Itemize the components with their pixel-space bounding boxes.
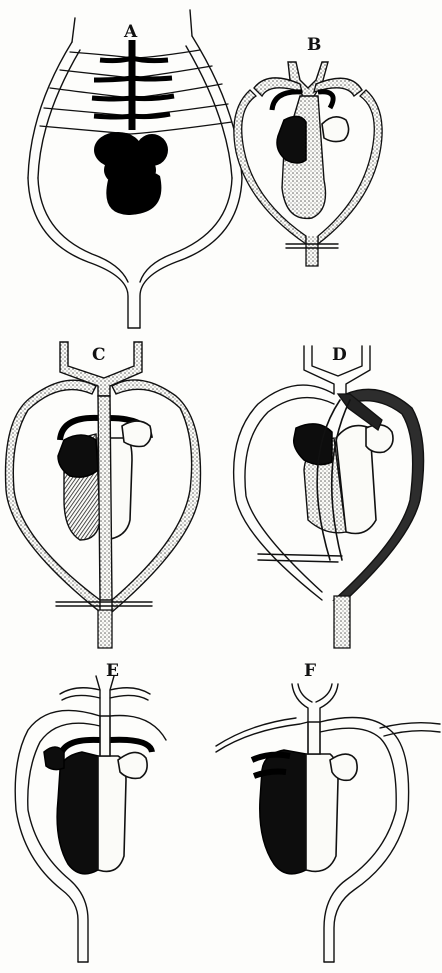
panel-c-aorta xyxy=(56,602,152,648)
panel-f: F xyxy=(216,661,440,962)
panel-d-aorta xyxy=(258,554,350,648)
panel-a-heart xyxy=(94,132,168,215)
panel-b-heart xyxy=(277,96,349,218)
panel-a-label: A xyxy=(123,22,138,42)
panel-b: B xyxy=(234,35,382,266)
panel-c-heart xyxy=(58,396,151,600)
panel-c-label: C xyxy=(92,345,106,365)
panel-e: E xyxy=(15,661,166,962)
panel-a: A xyxy=(28,10,242,328)
panel-d-heart xyxy=(294,394,393,560)
panel-f-label: F xyxy=(304,661,316,681)
panel-d-label: D xyxy=(332,345,347,365)
panel-e-label: E xyxy=(106,661,119,681)
panel-f-heart xyxy=(252,722,357,874)
panel-c: C xyxy=(6,342,201,648)
panel-d: D xyxy=(234,345,424,648)
panel-b-label: B xyxy=(307,35,321,55)
